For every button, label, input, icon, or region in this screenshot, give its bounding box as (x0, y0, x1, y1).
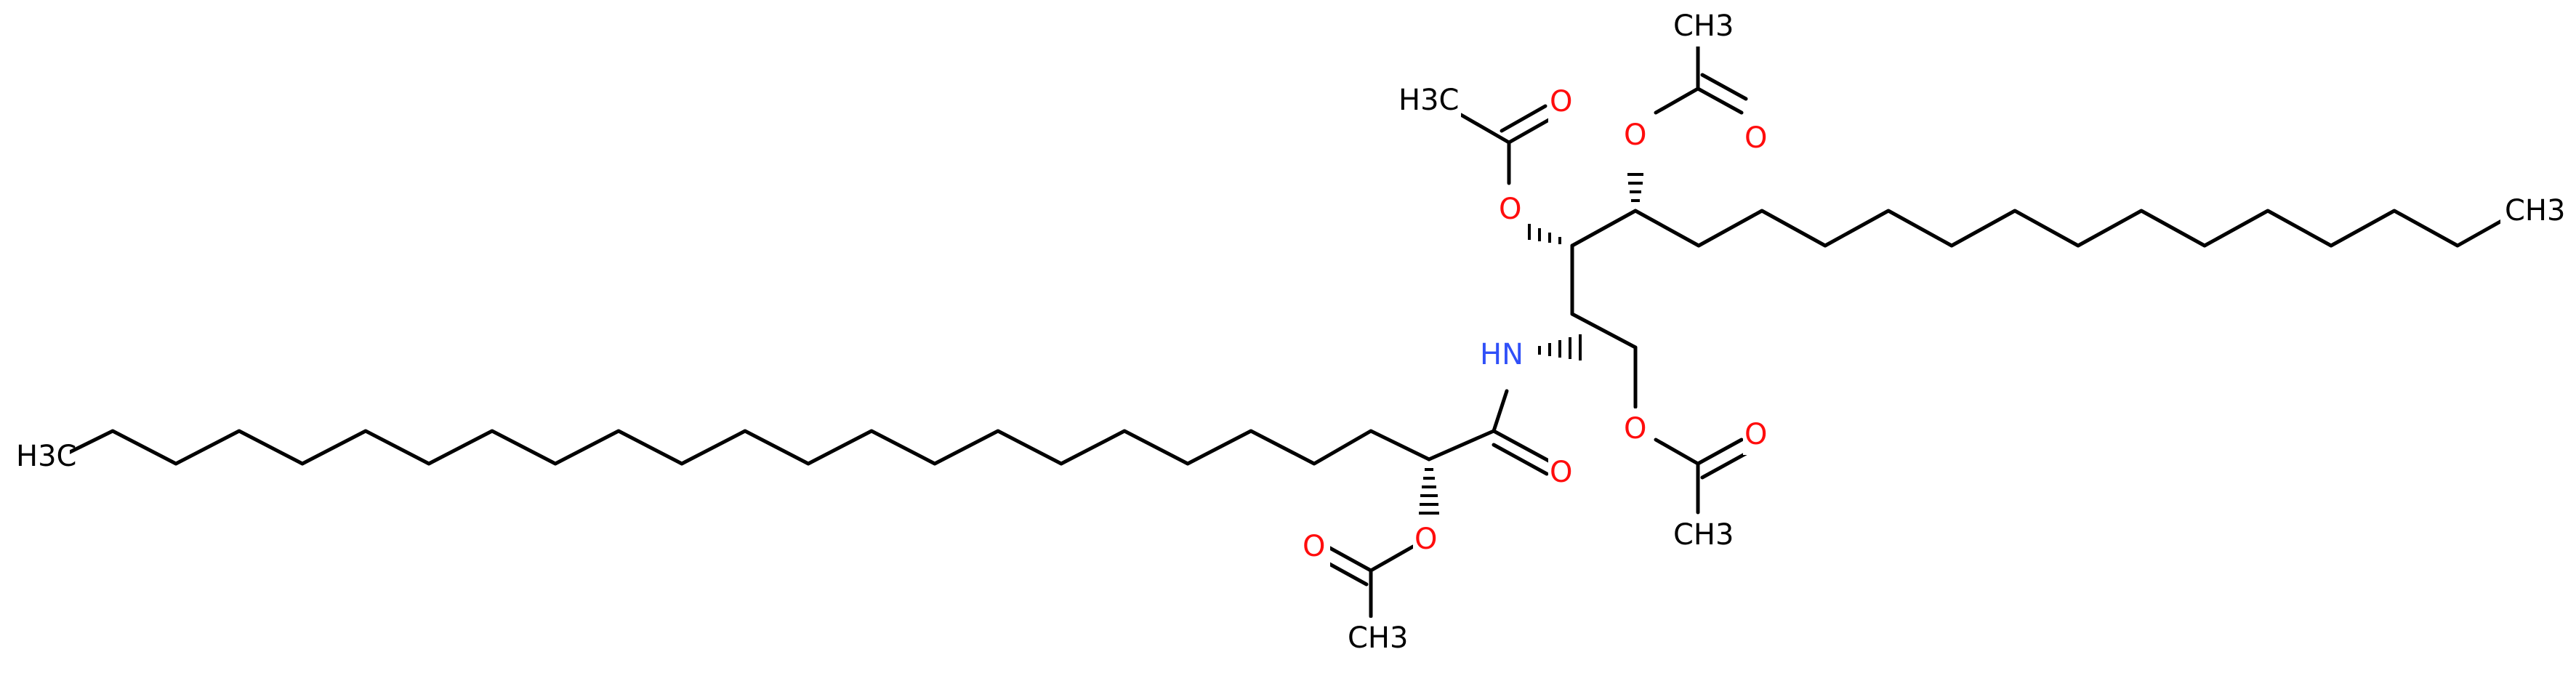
amide-nh-label: HN (1480, 338, 1524, 371)
amide-co-bond-1 (1492, 429, 1556, 466)
alpha-acetyl-co-1 (1325, 544, 1373, 573)
c3-acetyl-ch3-label: H3C (1398, 84, 1459, 117)
c4-hash-bond (1627, 173, 1643, 202)
c1-acetyl-co-1 (1696, 438, 1744, 466)
c3-hash-bond (1528, 224, 1561, 244)
amide-n-bond (1492, 389, 1509, 433)
methyl-right-label: CH3 (2505, 194, 2565, 227)
c4-ester-o-label: O (1624, 118, 1646, 152)
c1-acetyl-o-c (1654, 438, 1700, 466)
atom-labels: H3C CH3 HN O O O CH3 O O H3C O O CH3 O O… (15, 6, 2565, 658)
alpha-acetyl-ch3-label: CH3 (1348, 621, 1408, 655)
methyl-left-label: H3C (16, 440, 76, 473)
c1-acetyl-ch3-label: CH3 (1673, 518, 1734, 552)
c3-c4-bond (1570, 209, 1638, 248)
c1-acetyl-co-2 (1700, 451, 1748, 480)
c4-acetyl-co-2 (1700, 73, 1748, 101)
amide-c-n-bond (1427, 429, 1496, 462)
c1-acetyl-o-label: O (1744, 418, 1767, 451)
c1-ester-o-label: O (1624, 412, 1646, 446)
c2-c1-bond (1570, 312, 1638, 350)
alpha-ester-o-label: O (1414, 523, 1437, 556)
c3-acetyl-co-1 (1507, 116, 1555, 145)
c3-ester-o-label: O (1499, 193, 1521, 226)
alpha-acetyl-o-c (1369, 544, 1415, 573)
c4-acetyl-o-c (1654, 86, 1700, 115)
bonds (59, 43, 2506, 618)
c3-acetyl-co-2 (1500, 104, 1547, 133)
alpha-acetyl-o-label: O (1303, 530, 1325, 563)
fatty-acid-chain-bonds (59, 429, 1431, 466)
c3-acetyl-ch3 (1459, 113, 1511, 145)
amide-co-bond-2 (1492, 443, 1549, 476)
c2-hash-bond (1538, 334, 1582, 360)
c4-acetyl-ch3-label: CH3 (1673, 9, 1734, 43)
amide-o-label: O (1550, 456, 1572, 489)
c4-acetyl-o-label: O (1744, 121, 1767, 155)
c3-acetyl-o-label: O (1550, 85, 1572, 118)
c4-acetyl-co-1 (1696, 86, 1744, 115)
alpha-hash-bond (1419, 468, 1439, 515)
sphingoid-tail-bonds (1633, 209, 2506, 248)
